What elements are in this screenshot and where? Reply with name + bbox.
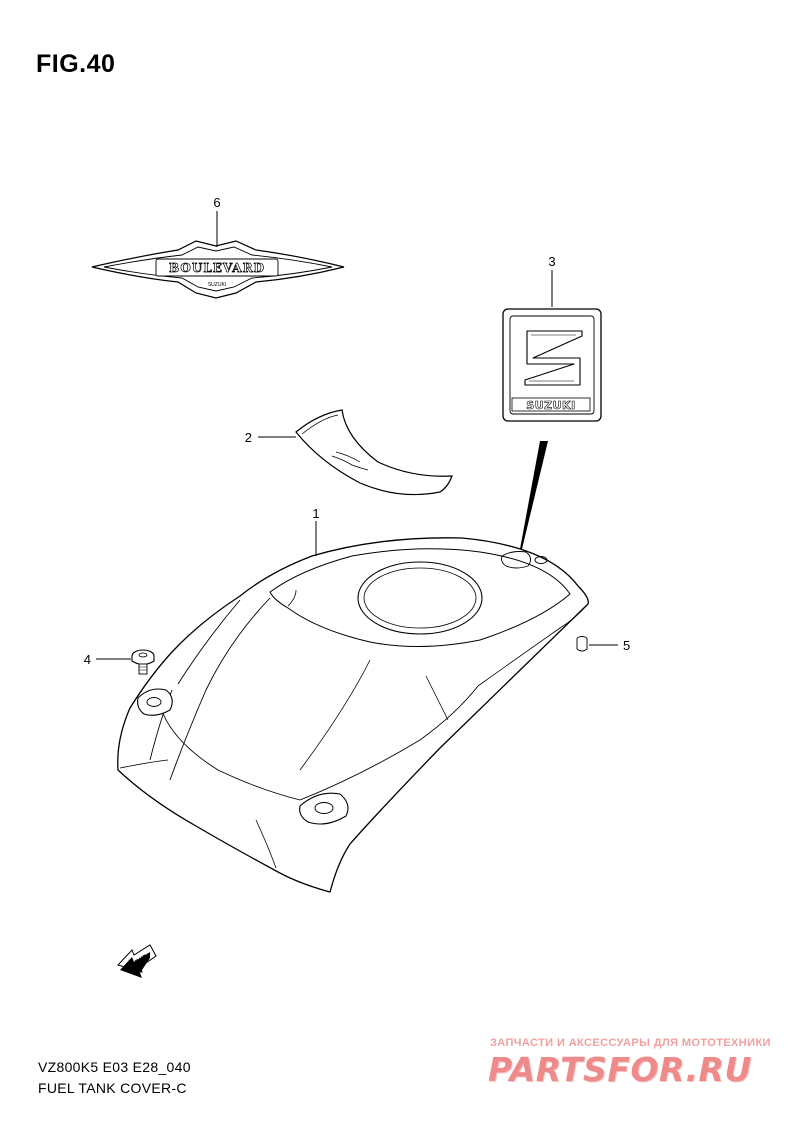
part-3-suzuki-badge[interactable]: SUZUKI	[502, 308, 602, 422]
callout-4: 4	[84, 652, 91, 667]
badge-text: SUZUKI	[526, 399, 575, 412]
part-5-grommet[interactable]	[576, 636, 588, 652]
part-1-fuel-tank-cover[interactable]	[117, 537, 589, 893]
callout-2: 2	[245, 430, 252, 445]
emblem-nameplate	[155, 258, 279, 277]
part-2-tank-pad[interactable]	[295, 409, 453, 496]
badge-placement-pointer	[520, 441, 548, 549]
fwd-arrow-icon: FWD	[117, 944, 157, 978]
callout-3: 3	[548, 254, 555, 269]
part-6-boulevard-emblem[interactable]: BOULEVARD SUZUKI	[91, 240, 345, 299]
part-4-bolt[interactable]	[131, 649, 155, 675]
watermark-tagline: ЗАПЧАСТИ И АКСЕССУАРЫ ДЛЯ МОТОТЕХНИКИ	[490, 1037, 771, 1049]
watermark-brand: PARTSFOR.RU	[488, 1050, 752, 1089]
callout-5: 5	[623, 638, 630, 653]
emblem-text: BOULEVARD	[169, 261, 265, 275]
callout-6: 6	[213, 195, 220, 210]
diagram-name: FUEL TANK COVER-C	[38, 1080, 187, 1096]
diagram-code: VZ800K5 E03 E28_040	[38, 1059, 191, 1075]
callout-1: 1	[312, 506, 319, 521]
figure-title: FIG.40	[36, 50, 116, 78]
emblem-subtext: SUZUKI	[208, 282, 226, 288]
suzuki-s-logo-icon	[524, 330, 583, 386]
